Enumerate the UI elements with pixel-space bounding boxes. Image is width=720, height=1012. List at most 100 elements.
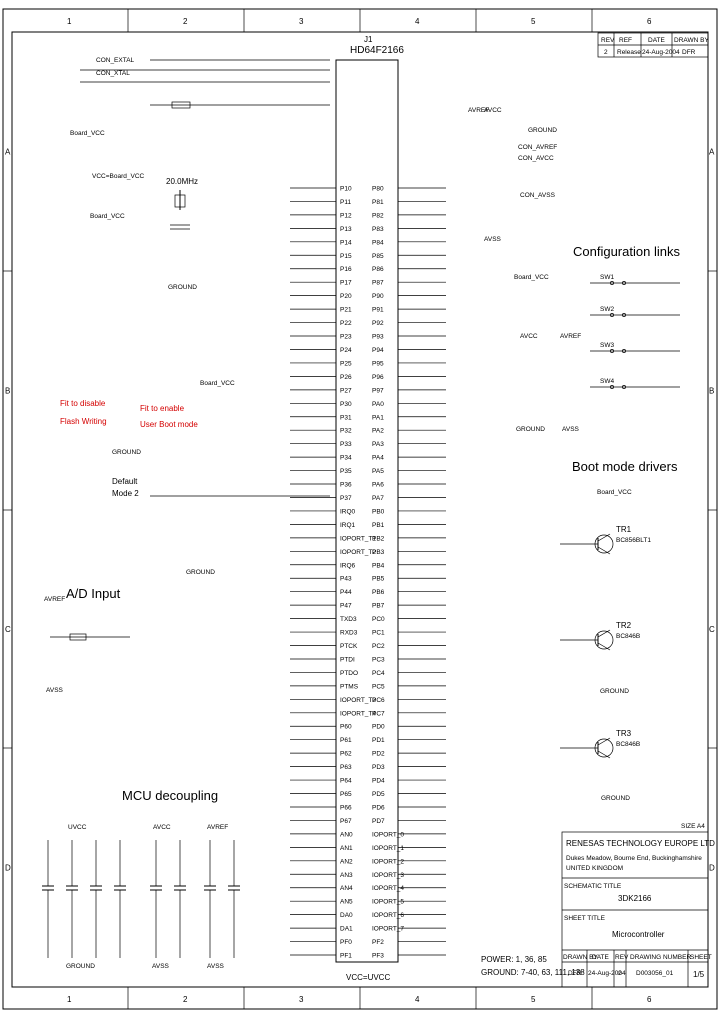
left-pin-label: P27 xyxy=(340,387,352,394)
left-pin-label: P14 xyxy=(340,239,352,246)
left-pin-label: P61 xyxy=(340,737,352,744)
left-pin-label: IRQ6 xyxy=(340,562,356,569)
rev-value-ref: Release xyxy=(617,49,641,56)
net-con-extal: CON_EXTAL xyxy=(96,57,135,64)
crystal-freq: 20.0MHz xyxy=(166,177,198,186)
left-pin-label: P16 xyxy=(340,266,352,273)
row-marker-left: D xyxy=(5,864,11,873)
tb-schematic-title: 3DK2166 xyxy=(618,894,652,903)
right-pin-label: PD3 xyxy=(372,764,385,771)
tb-v-sheet: 1/5 xyxy=(693,970,705,979)
config-switch-contact xyxy=(610,385,614,389)
net-ground-1: GROUND xyxy=(168,284,197,291)
left-pin-label: IOPORT_T2 xyxy=(340,549,376,556)
column-marker-top: 6 xyxy=(647,17,652,26)
transistor-collector xyxy=(597,737,611,746)
oscillator-section: CON_EXTAL CON_XTAL Board_VCC VCC=Board_V… xyxy=(70,57,330,576)
net-avss-1: AVSS xyxy=(46,687,64,694)
note-enable-line2: User Boot mode xyxy=(140,420,198,429)
right-pin-label: PA4 xyxy=(372,455,384,462)
left-pin-label: P17 xyxy=(340,280,352,287)
left-pin-label: P30 xyxy=(340,401,352,408)
right-pin-label: P82 xyxy=(372,212,384,219)
left-pin-label: P10 xyxy=(340,186,352,193)
chip-pins: P10P11P12P13P14P15P16P17P20P21P22P23P24P… xyxy=(290,186,446,960)
net-avcc-3: AVCC xyxy=(520,333,538,340)
right-pin-label: P97 xyxy=(372,387,384,394)
transistor-part: BC856BLT1 xyxy=(616,537,651,544)
revision-block: REV REF DATE DRAWN BY 2 Release 24-Aug-2… xyxy=(597,32,709,58)
column-marker-bottom: 5 xyxy=(531,995,536,1004)
heading-boot-drivers: Boot mode drivers xyxy=(572,459,678,474)
left-pin-label: P37 xyxy=(340,495,352,502)
transistor-emitter xyxy=(597,546,611,555)
row-marker-right: D xyxy=(709,864,715,873)
right-pin-label: P91 xyxy=(372,307,384,314)
right-pin-label: IOPORT_0 xyxy=(372,831,404,838)
column-marker-bottom: 4 xyxy=(415,995,420,1004)
left-pin-label: AN1 xyxy=(340,845,353,852)
left-pin-label: P36 xyxy=(340,482,352,489)
config-switch-contact xyxy=(622,385,626,389)
heading-config-links: Configuration links xyxy=(573,244,680,259)
config-switch-label: SW2 xyxy=(600,306,614,313)
rev-header-ref: REF xyxy=(619,37,632,44)
config-switch-label: SW4 xyxy=(600,378,614,385)
left-pin-label: P60 xyxy=(340,724,352,731)
right-pin-label: P93 xyxy=(372,334,384,341)
right-pin-label: PC7 xyxy=(372,710,385,717)
left-pin-label: P21 xyxy=(340,307,352,314)
right-pin-label: P90 xyxy=(372,293,384,300)
column-marker-top: 2 xyxy=(183,17,188,26)
left-pin-label: P31 xyxy=(340,414,352,421)
left-pin-label: P12 xyxy=(340,212,352,219)
right-pin-label: PC6 xyxy=(372,697,385,704)
right-pin-label: PB7 xyxy=(372,603,385,610)
power-pins: POWER: 1, 36, 85 xyxy=(481,955,547,964)
tb-v-drawn: DFR xyxy=(568,970,582,977)
left-pin-label: P35 xyxy=(340,468,352,475)
right-pin-label: PF3 xyxy=(372,953,384,960)
left-pin-label: PTCK xyxy=(340,643,358,650)
right-pin-label: PC4 xyxy=(372,670,385,677)
left-pin-label: IRQ0 xyxy=(340,508,356,515)
rev-value-drawn: DFR xyxy=(682,49,696,56)
right-pin-label: IOPORT_6 xyxy=(372,912,404,919)
decoupling-capacitors xyxy=(42,840,240,958)
rev-header-rev: REV xyxy=(601,37,615,44)
mcu-chip: J1 HD64F2166 VCC=UVCC P10P11P12P13P14P15… xyxy=(290,35,446,982)
net-ground-8: GROUND xyxy=(601,795,630,802)
right-pin-label: PB2 xyxy=(372,535,385,542)
config-switch-contact xyxy=(610,349,614,353)
right-pin-label: P86 xyxy=(372,266,384,273)
net-ground-3: GROUND xyxy=(186,569,215,576)
left-pin-label: P47 xyxy=(340,603,352,610)
column-marker-bottom: 1 xyxy=(67,995,72,1004)
right-pin-label: PD1 xyxy=(372,737,385,744)
note-mode2: Mode 2 xyxy=(112,489,139,498)
tb-company: RENESAS TECHNOLOGY EUROPE LTD xyxy=(566,839,715,848)
right-pin-label: P95 xyxy=(372,360,384,367)
left-pin-label: P13 xyxy=(340,226,352,233)
tb-v-date: 24-Aug-2004 xyxy=(588,970,626,977)
right-pin-label: PA0 xyxy=(372,401,384,408)
net-avref-2: AVREF xyxy=(207,824,228,831)
heading-mcu-decoupling: MCU decoupling xyxy=(122,788,218,803)
right-pin-label: PA1 xyxy=(372,414,384,421)
left-pin-label: P32 xyxy=(340,428,352,435)
right-pin-label: P87 xyxy=(372,280,384,287)
left-pin-label: P43 xyxy=(340,576,352,583)
tb-schematic-title-label: SCHEMATIC TITLE xyxy=(564,883,622,890)
right-pin-label: PA5 xyxy=(372,468,384,475)
right-pin-label: PF2 xyxy=(372,939,384,946)
right-pin-label: PC5 xyxy=(372,683,385,690)
left-pin-label: RXD3 xyxy=(340,630,358,637)
right-pin-label: IOPORT_2 xyxy=(372,858,404,865)
right-pin-label: PA3 xyxy=(372,441,384,448)
net-uvcc: UVCC xyxy=(68,824,87,831)
right-pin-label: PD4 xyxy=(372,778,385,785)
heading-ad-input: A/D Input xyxy=(66,586,121,601)
right-pin-label: P80 xyxy=(372,186,384,193)
tb-sheet-title: Microcontroller xyxy=(612,930,665,939)
left-pin-label: PTDO xyxy=(340,670,358,677)
